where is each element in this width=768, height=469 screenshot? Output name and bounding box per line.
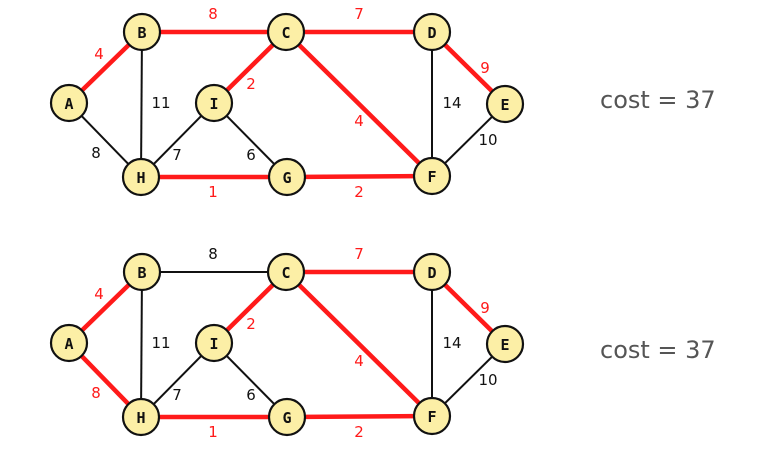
edge-weight-c-i: 2 [246, 75, 256, 93]
node-label: D [427, 24, 436, 42]
edge-weight-d-e: 9 [480, 59, 490, 77]
node-e: E [485, 84, 525, 124]
node-b: B [122, 12, 162, 52]
node-label: E [500, 336, 509, 354]
edge-weight-a-b: 4 [94, 285, 104, 303]
edge-weight-e-f: 10 [478, 131, 497, 149]
node-label: B [137, 24, 146, 42]
node-label: E [500, 96, 509, 114]
node-label: C [281, 24, 290, 42]
edge-c-f-mst [284, 270, 434, 418]
node-label: I [209, 95, 218, 113]
edge-b-h [140, 31, 143, 178]
edge-weight-a-b: 4 [94, 45, 104, 63]
node-circle [485, 84, 525, 124]
edge-b-h [140, 271, 143, 418]
edge-weight-g-i: 6 [246, 146, 256, 164]
node-e: E [485, 324, 525, 364]
cost-label-bottom: cost = 37 [600, 336, 716, 364]
node-circle [194, 83, 234, 123]
edge-weight-d-f: 14 [442, 94, 461, 112]
node-circle [194, 323, 234, 363]
node-label: H [136, 169, 145, 187]
node-a: A [49, 83, 89, 123]
edge-weight-c-d: 7 [354, 5, 364, 23]
node-circle [122, 12, 162, 52]
edge-weight-b-h: 11 [151, 334, 170, 352]
edge-weight-g-h: 1 [208, 423, 218, 441]
cost-label-top: cost = 37 [600, 86, 716, 114]
node-g: G [267, 397, 307, 437]
edge-weight-f-g: 2 [354, 423, 364, 441]
edge-weight-b-h: 11 [151, 94, 170, 112]
node-f: F [412, 396, 452, 436]
edge-f-g-mst [286, 413, 433, 420]
node-h: H [121, 397, 161, 437]
edge-weight-b-c: 8 [208, 245, 218, 263]
edge-weight-a-h: 8 [91, 144, 101, 162]
node-label: A [64, 95, 73, 113]
node-c: C [266, 12, 306, 52]
node-d: D [412, 12, 452, 52]
node-circle [412, 396, 452, 436]
edge-c-f-mst [284, 30, 434, 178]
node-label: H [136, 409, 145, 427]
edge-f-g-mst [286, 173, 433, 180]
edge-weight-g-i: 6 [246, 386, 256, 404]
edge-weight-d-f: 14 [442, 334, 461, 352]
edge-weight-g-h: 1 [208, 183, 218, 201]
node-circle [267, 157, 307, 197]
edge-weight-d-e: 9 [480, 299, 490, 317]
node-circle [485, 324, 525, 364]
node-label: A [64, 335, 73, 353]
node-label: G [282, 409, 291, 427]
edge-weight-b-c: 8 [208, 5, 218, 23]
node-label: F [427, 168, 436, 186]
node-label: B [137, 264, 146, 282]
edge-weight-a-h: 8 [91, 384, 101, 402]
node-circle [121, 157, 161, 197]
node-circle [412, 12, 452, 52]
edge-weight-h-i: 7 [172, 146, 182, 164]
node-circle [412, 156, 452, 196]
node-circle [267, 397, 307, 437]
edge-weight-c-i: 2 [246, 315, 256, 333]
node-label: I [209, 335, 218, 353]
node-d: D [412, 252, 452, 292]
node-label: C [281, 264, 290, 282]
node-g: G [267, 157, 307, 197]
node-label: G [282, 169, 291, 187]
node-i: I [194, 323, 234, 363]
node-circle [49, 83, 89, 123]
edge-weight-c-f: 4 [354, 112, 364, 130]
node-circle [412, 252, 452, 292]
node-circle [266, 252, 306, 292]
node-label: F [427, 408, 436, 426]
edge-weight-h-i: 7 [172, 386, 182, 404]
node-i: I [194, 83, 234, 123]
node-circle [122, 252, 162, 292]
node-label: D [427, 264, 436, 282]
edge-weight-e-f: 10 [478, 371, 497, 389]
node-circle [49, 323, 89, 363]
node-h: H [121, 157, 161, 197]
edge-weight-c-f: 4 [354, 352, 364, 370]
node-a: A [49, 323, 89, 363]
node-f: F [412, 156, 452, 196]
edge-weight-c-d: 7 [354, 245, 364, 263]
node-circle [121, 397, 161, 437]
node-b: B [122, 252, 162, 292]
node-c: C [266, 252, 306, 292]
edge-weight-f-g: 2 [354, 183, 364, 201]
node-circle [266, 12, 306, 52]
